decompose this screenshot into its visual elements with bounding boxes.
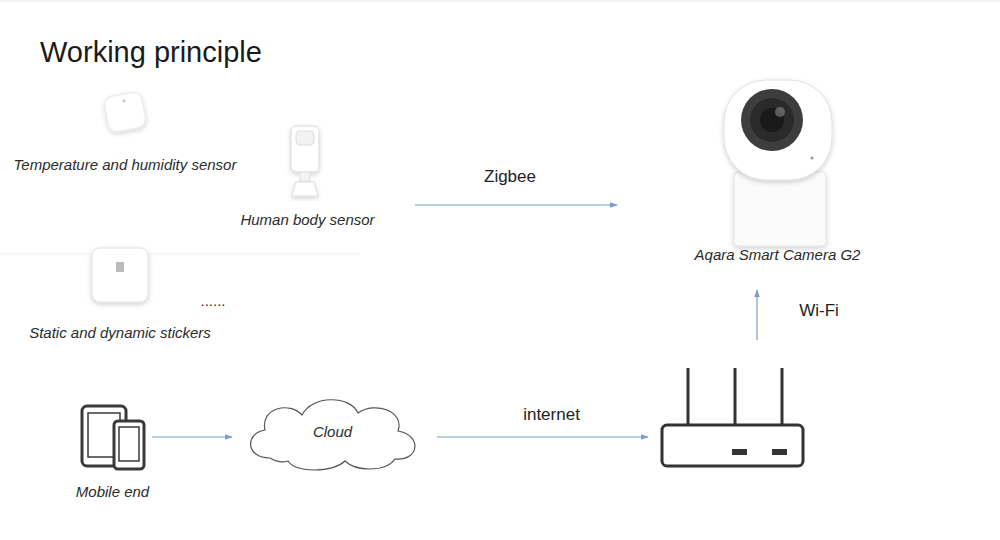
sensor-body <box>291 126 319 172</box>
node-caption: Cloud <box>220 422 445 442</box>
camera-node: Aqara Smart Camera G2 <box>680 75 875 270</box>
router-antenna <box>734 368 737 425</box>
camera-icon <box>724 80 832 246</box>
camera-led <box>811 157 814 160</box>
sensor-node: Human body sensor <box>235 120 380 232</box>
protocol-label: Wi-Fi <box>799 301 839 321</box>
diagram-title: Working principle <box>40 36 262 69</box>
router-antenna <box>781 368 784 425</box>
protocol-label: Zigbee <box>484 167 536 187</box>
camera-lens-core <box>760 108 784 132</box>
camera-head <box>724 80 832 180</box>
motion-sensor-icon <box>291 126 319 196</box>
node-caption: Aqara Smart Camera G2 <box>660 245 895 265</box>
router-body <box>662 425 803 466</box>
node-caption: Static and dynamic stickers <box>0 323 240 343</box>
sticker-mark <box>116 262 124 272</box>
camera-base <box>734 172 826 246</box>
cloud-node: Cloud <box>240 393 425 471</box>
connector-arrow <box>437 436 648 437</box>
router-node <box>660 365 805 468</box>
protocol-label: internet <box>523 405 580 425</box>
sensor-lens <box>296 131 314 145</box>
sensor-dot <box>122 99 125 102</box>
sensor-neck <box>300 172 310 182</box>
phone-screen <box>119 427 139 461</box>
router-led <box>772 449 787 455</box>
phone-body <box>114 421 144 469</box>
sensor-body <box>103 91 147 133</box>
connector-arrow <box>756 290 757 340</box>
node-caption: Temperature and humidity sensor <box>0 155 260 175</box>
connector-arrow <box>152 436 232 437</box>
camera-lens <box>750 98 794 142</box>
node-caption: Mobile end <box>40 482 185 502</box>
router-antenna <box>687 368 690 425</box>
connector-arrow <box>415 204 617 205</box>
sensor-node: Temperature and humidity sensor <box>10 90 240 180</box>
router-outline <box>660 365 805 468</box>
camera-lens-ring <box>741 89 803 151</box>
sticker-icon <box>92 248 148 302</box>
sensor-node: Static and dynamic stickers <box>20 240 220 345</box>
frame-line <box>0 254 360 255</box>
router-led <box>732 449 747 455</box>
sensor-stand <box>292 182 318 196</box>
sticker-body <box>92 248 148 302</box>
lens-highlight <box>775 107 785 117</box>
frame-line <box>0 1 1000 2</box>
node-caption: Human body sensor <box>215 210 400 230</box>
device-node: Mobile end <box>60 400 165 505</box>
ellipsis-note: ...... <box>200 292 225 309</box>
temperature-sensor-icon <box>103 91 147 133</box>
mobile-icon <box>82 406 144 469</box>
